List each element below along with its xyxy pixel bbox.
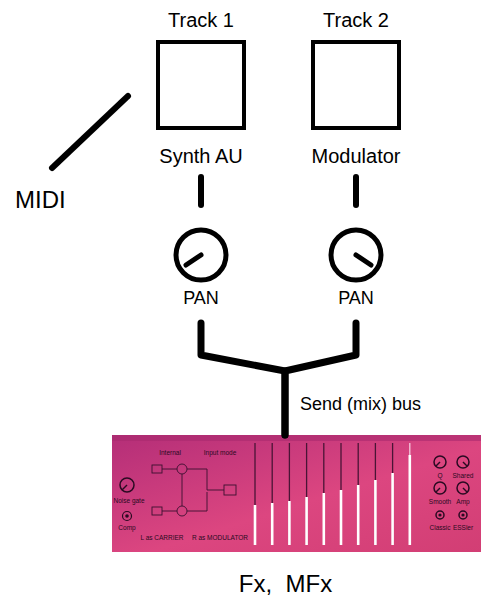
fx-plugin: Fx, MFx Internal Input modeNoise gateCompL…	[112, 435, 481, 598]
fx-caption: Fx, MFx	[112, 570, 459, 598]
plugin-control-label: ESSler	[453, 524, 473, 531]
plugin-screenshot	[112, 435, 481, 552]
track-square	[311, 40, 401, 130]
plugin-control-label: Input mode	[204, 449, 237, 456]
plugin-control-label: Comp	[118, 524, 135, 531]
plugin-name: Synth AU	[150, 144, 252, 168]
plugin-control-label: Smooth	[429, 498, 451, 505]
midi-line	[52, 96, 128, 168]
plugin-control-label: Internal	[159, 449, 181, 456]
knob-label: PAN	[328, 287, 384, 309]
annotation-label: Send (mix) bus	[300, 394, 421, 416]
plugin-control-label: R as MODULATOR	[192, 534, 248, 541]
plugin-control-label: Q	[437, 472, 442, 479]
plugin-control-label: Shared	[453, 472, 474, 479]
plugin-control-label: Amp	[456, 498, 469, 505]
track-label: Track 1	[150, 8, 252, 32]
pan-knob: PAN	[173, 205, 229, 323]
pan-knob: PAN	[328, 205, 384, 323]
plugin-control-label: Classic	[430, 524, 451, 531]
signal-line	[285, 323, 356, 435]
track-box: Track 1 Synth AU	[150, 8, 252, 177]
plugin-name: Modulator	[305, 144, 407, 168]
signal-line	[198, 177, 204, 205]
signal-line	[201, 323, 285, 435]
signal-line	[353, 177, 359, 205]
knob-label: PAN	[173, 287, 229, 309]
annotation-label: MIDI	[15, 186, 66, 215]
track-box: Track 2 Modulator	[305, 8, 407, 177]
knob-symbol	[328, 227, 384, 283]
knob-symbol	[173, 227, 229, 283]
track-label: Track 2	[305, 8, 407, 32]
plugin-control-label: Noise gate	[113, 497, 144, 504]
track-square	[156, 40, 246, 130]
plugin-control-label: L as CARRIER	[140, 534, 183, 541]
